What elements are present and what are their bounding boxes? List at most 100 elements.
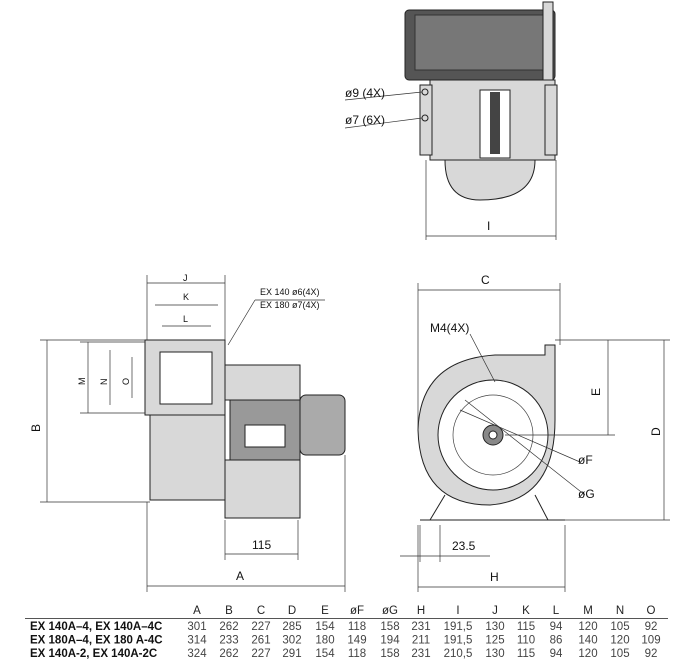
leader-line-f	[459, 409, 581, 463]
table-cell: 194	[380, 635, 400, 647]
table-cell: 120	[578, 621, 597, 633]
fan-housing-side	[149, 414, 226, 501]
table-cell: 314	[187, 635, 207, 647]
terminal-box	[224, 364, 301, 401]
col-header: O	[647, 605, 656, 617]
table-cell: 105	[610, 621, 629, 633]
col-header: øF	[350, 605, 364, 617]
shaft	[490, 92, 500, 154]
table-cell: 262	[219, 648, 238, 660]
col-header: E	[321, 605, 329, 617]
table-cell: 231	[411, 648, 430, 660]
table-cell: 92	[645, 621, 658, 633]
top-view: ø9 (4X) ø7 (6X) I	[344, 1, 558, 240]
table-cell: 285	[282, 621, 301, 633]
feet	[429, 494, 549, 521]
table-cell: 149	[347, 635, 366, 647]
table-cell: 211	[412, 635, 430, 647]
table-cell: 158	[380, 648, 399, 660]
table-cell: 94	[550, 621, 563, 633]
dim-label-m: M	[77, 378, 87, 386]
table-cell: 154	[315, 621, 335, 633]
table-cell: 125	[485, 635, 504, 647]
dim-label-j: J	[183, 273, 188, 283]
table-cell: 154	[315, 648, 335, 660]
row-model: EX 180A–4, EX 180 A-4C	[30, 635, 163, 647]
motor-foot	[224, 459, 301, 519]
motor-end-cap	[299, 394, 346, 456]
table-header: A B C D E øF øG H I J K L M N O	[193, 605, 655, 617]
note-line-1: EX 140 ø6(4X)	[260, 287, 320, 297]
col-header: D	[288, 605, 296, 617]
table-cell: 130	[485, 648, 504, 660]
side-view: J K L EX 140 ø6(4X) EX 180 ø7(4X) M N O …	[29, 273, 346, 592]
dimension-table: A B C D E øF øG H I J K L M N O EX 140A–…	[25, 605, 668, 660]
col-header: L	[553, 605, 560, 617]
col-header: A	[193, 605, 201, 617]
hole-label-7: ø7 (6X)	[345, 113, 385, 127]
table-cell: 231	[411, 621, 430, 633]
table-cell: 324	[187, 648, 207, 660]
leader-line	[344, 117, 423, 129]
table-cell: 94	[550, 648, 563, 660]
table-cell: 120	[610, 635, 629, 647]
col-header: J	[492, 605, 498, 617]
dim-label-h: H	[490, 570, 499, 584]
table-cell: 115	[517, 648, 535, 660]
thread-label: M4(4X)	[430, 321, 469, 335]
flange-right	[544, 84, 558, 156]
table-cell: 261	[251, 635, 270, 647]
dim-label-a: A	[236, 569, 244, 583]
nameplate	[244, 424, 286, 448]
dim-label-g: øG	[578, 487, 595, 501]
col-header: I	[456, 605, 459, 617]
leader-line-g	[464, 399, 586, 496]
table-cell: 118	[348, 648, 366, 660]
flange-left	[419, 84, 433, 156]
col-header: K	[522, 605, 530, 617]
col-header: C	[257, 605, 265, 617]
table-cell: 191,5	[444, 621, 473, 633]
table-row: EX 180A–4, EX 180 A-4C 314 233 261 302 180 149…	[30, 635, 661, 647]
col-header: H	[417, 605, 425, 617]
col-header: M	[583, 605, 593, 617]
shaft-hole	[488, 430, 498, 440]
motor-body-top	[414, 14, 546, 71]
table-cell: 227	[251, 621, 270, 633]
front-view: C M4(4X) E D øF øG 23.5 H	[400, 273, 670, 592]
dim-label-b: B	[29, 424, 43, 432]
row-model: EX 140A-2, EX 140A-2C	[30, 648, 157, 660]
table-cell: 180	[315, 635, 334, 647]
dim-label-f: øF	[578, 453, 593, 467]
table-cell: 86	[550, 635, 563, 647]
table-cell: 191,5	[444, 635, 473, 647]
dim-label-o: O	[121, 378, 131, 385]
dim-label-n: N	[99, 379, 109, 386]
dim-label-l: L	[183, 314, 188, 324]
mounting-plate	[542, 1, 554, 83]
table-cell: 233	[219, 635, 238, 647]
table-cell: 118	[348, 621, 366, 633]
table-cell: 140	[578, 635, 597, 647]
table-cell: 302	[282, 635, 301, 647]
hole-label-9: ø9 (4X)	[345, 86, 385, 100]
dim-label-k: K	[183, 292, 189, 302]
col-header: øG	[382, 605, 398, 617]
col-header: B	[225, 605, 233, 617]
table-cell: 105	[610, 648, 629, 660]
row-model: EX 140A–4, EX 140A–4C	[30, 621, 162, 633]
table-cell: 115	[517, 621, 535, 633]
table-cell: 227	[251, 648, 270, 660]
dim-label-i: I	[487, 219, 490, 233]
leader-line	[227, 299, 256, 346]
table-cell: 262	[219, 621, 238, 633]
dim-label-c: C	[481, 273, 490, 287]
table-cell: 120	[578, 648, 597, 660]
dim-label-23-5: 23.5	[452, 539, 476, 553]
note-line-2: EX 180 ø7(4X)	[260, 300, 320, 310]
table-cell: 92	[645, 648, 658, 660]
